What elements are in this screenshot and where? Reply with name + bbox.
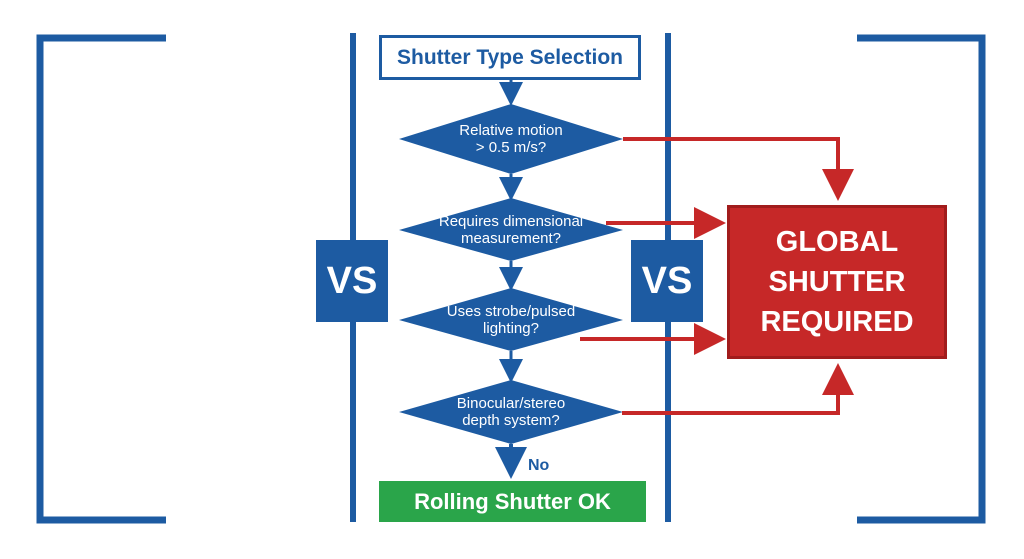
decision-text-3: Uses strobe/pulsed lighting?	[446, 303, 576, 337]
decision-text-4: Binocular/stereo depth system?	[456, 395, 566, 429]
right-bracket	[857, 34, 986, 524]
global-shutter-text: GLOBAL SHUTTER REQUIRED	[760, 226, 914, 338]
yes-arrow-4	[622, 363, 854, 415]
global-shutter-box: GLOBAL SHUTTER REQUIRED	[727, 205, 947, 359]
vs-box-left: VS	[316, 240, 388, 322]
decision-label-3: Uses strobe/pulsed lighting?	[416, 303, 606, 337]
decision-label-2: Requires dimensional measurement?	[416, 213, 606, 247]
start-box: Shutter Type Selection	[379, 35, 641, 80]
decision-diamond-3	[399, 288, 623, 351]
decision-diamond-2	[399, 198, 623, 261]
decision-text-2: Requires dimensional measurement?	[438, 213, 584, 247]
decision-diamond-4	[399, 380, 623, 444]
vs-box-right: VS	[631, 240, 703, 322]
decision-label-1: Relative motion > 0.5 m/s?	[416, 122, 606, 156]
no-label: No	[528, 457, 550, 474]
decision-text-1: Relative motion > 0.5 m/s?	[459, 122, 563, 156]
left-bracket	[36, 34, 166, 524]
rolling-shutter-box: Rolling Shutter OK	[379, 481, 646, 522]
yes-arrow-1	[623, 137, 854, 201]
decision-diamond-1	[399, 104, 623, 174]
decision-label-4: Binocular/stereo depth system?	[416, 395, 606, 429]
